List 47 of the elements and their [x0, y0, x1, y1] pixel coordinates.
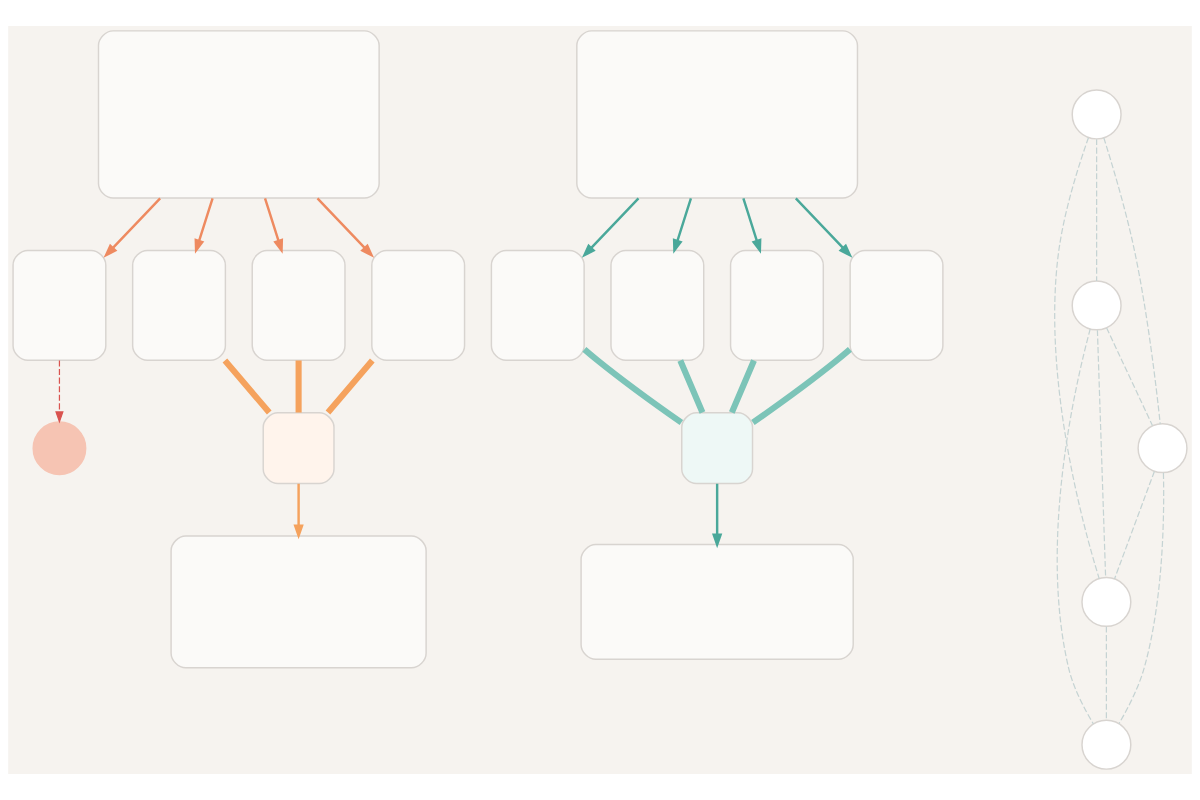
- arrow: [103, 197, 161, 258]
- arrow: [581, 197, 640, 258]
- connector: [1118, 472, 1165, 725]
- connector: [1106, 327, 1154, 427]
- node-box: [490, 249, 585, 362]
- arrow: [794, 197, 853, 258]
- node-circle: [1071, 89, 1122, 140]
- connector: [1054, 137, 1100, 580]
- connector: [222, 358, 272, 415]
- node-circle: [1137, 423, 1188, 474]
- connector: [295, 360, 302, 413]
- arrow: [194, 198, 214, 254]
- node-box: [610, 249, 705, 362]
- connector: [1103, 137, 1161, 425]
- node-box: [97, 30, 380, 199]
- arrow: [672, 198, 693, 254]
- connector: [1105, 626, 1107, 721]
- connector: [751, 347, 852, 426]
- node-box: [131, 249, 227, 362]
- node-circle: [1081, 719, 1132, 770]
- connector: [325, 358, 375, 415]
- connector: [677, 359, 706, 414]
- node-box: [729, 249, 825, 362]
- arrow: [712, 483, 723, 549]
- arrow: [742, 198, 762, 254]
- connector: [1096, 329, 1107, 579]
- arrow: [316, 197, 375, 258]
- connector: [1096, 138, 1098, 282]
- node-box: [681, 412, 754, 485]
- arrow: [263, 198, 284, 254]
- node-circle: [32, 421, 87, 476]
- arrow: [55, 359, 64, 424]
- node-box: [580, 543, 854, 661]
- node-circle: [1071, 280, 1122, 331]
- arrow: [293, 483, 304, 540]
- node-box: [371, 249, 466, 362]
- connector: [729, 359, 757, 414]
- node-box: [262, 412, 335, 485]
- node-box: [251, 249, 346, 362]
- connector: [582, 347, 684, 426]
- connector: [1113, 470, 1155, 580]
- node-circle: [1081, 576, 1132, 628]
- node-box: [170, 535, 427, 669]
- node-box: [12, 249, 107, 362]
- node-box: [849, 249, 944, 362]
- connector: [1056, 328, 1095, 725]
- node-box: [576, 30, 859, 199]
